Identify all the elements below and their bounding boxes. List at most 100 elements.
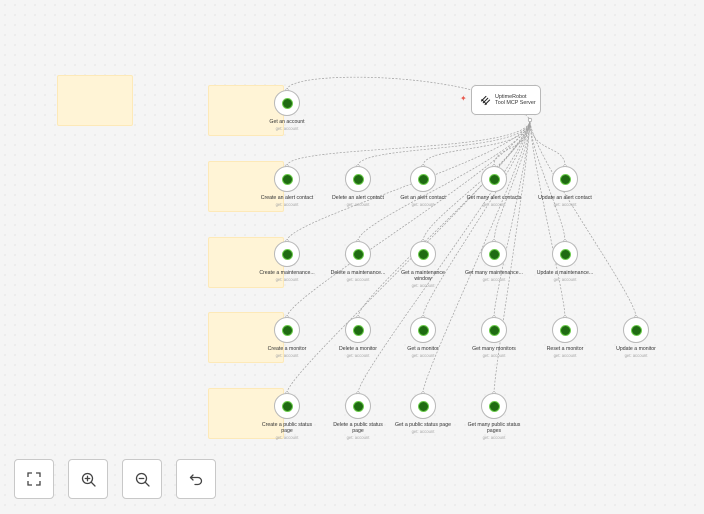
sticky-note[interactable] (208, 85, 284, 136)
zoom-in-button[interactable] (68, 459, 108, 499)
sticky-note[interactable] (57, 75, 133, 126)
tool-connection (422, 119, 531, 167)
tool-connection (529, 119, 566, 167)
tool-node-subtitle: get: account (482, 202, 506, 207)
tool-node-subtitle: get: account (553, 277, 577, 282)
tool-connection (286, 119, 531, 167)
tool-node-label: Get an account (269, 119, 305, 125)
tool-connection (529, 119, 566, 318)
tool-node-label: Create a public status page (261, 422, 313, 434)
tool-node-circle (410, 393, 436, 419)
sticky-note[interactable] (208, 161, 284, 212)
tool-node-label: Delete an alert contact (332, 195, 384, 201)
mcp-server-title: UptimeRobot Tool MCP Server (495, 94, 536, 107)
tool-node-label: Get many maintenance... (465, 270, 523, 276)
tool-node-label: Update a maintenance... (536, 270, 594, 276)
uptimerobot-icon (281, 324, 293, 336)
tool-node-subtitle: get: account (482, 353, 506, 358)
tool-node-subtitle: get: account (275, 277, 299, 282)
uptimerobot-icon (630, 324, 642, 336)
tool-node[interactable]: Create a maintenance...get: account (259, 241, 315, 282)
tool-node-label: Reset a monitor (546, 346, 584, 352)
mcp-server-node[interactable]: UptimeRobot Tool MCP Server (471, 85, 541, 115)
uptimerobot-icon (352, 248, 364, 260)
tool-node-subtitle: get: account (553, 202, 577, 207)
sparkle-icon: ✦ (460, 94, 467, 103)
tool-node-circle (345, 241, 371, 267)
mcp-server-title-line2: Tool MCP Server (495, 100, 536, 106)
tool-connection (286, 119, 531, 394)
tool-node-label: Get an alert contact (400, 195, 446, 201)
tool-node-label: Get many alert contacts (466, 195, 522, 201)
tool-node-label: Get a public status page (395, 422, 451, 428)
uptimerobot-icon (352, 324, 364, 336)
tool-node-circle (552, 166, 578, 192)
tool-node-subtitle: get: account (275, 202, 299, 207)
tool-node-subtitle: get: account (482, 435, 506, 440)
tool-node-subtitle: get: account (275, 435, 299, 440)
zoom-out-button[interactable] (122, 459, 162, 499)
uptimerobot-icon (488, 400, 500, 412)
tool-connection (286, 119, 531, 242)
tool-node-circle (345, 166, 371, 192)
tool-node-circle (481, 393, 507, 419)
tool-connection (422, 119, 531, 242)
tool-node-circle (481, 317, 507, 343)
tool-node-subtitle: get: account (482, 277, 506, 282)
tool-node-label: Get many public status pages (467, 422, 521, 434)
reset-zoom-button[interactable] (176, 459, 216, 499)
tool-node-label: Create a maintenance... (259, 270, 315, 276)
zoom-out-icon (135, 472, 150, 487)
sticky-note[interactable] (208, 388, 284, 439)
tool-node-circle (552, 317, 578, 343)
sticky-note[interactable] (208, 312, 284, 363)
tool-node-subtitle: get: account (275, 126, 299, 131)
uptimerobot-icon (281, 173, 293, 185)
tool-node-circle (481, 241, 507, 267)
fit-view-button[interactable] (14, 459, 54, 499)
uptimerobot-icon (352, 173, 364, 185)
tool-node-subtitle: get: account (346, 353, 370, 358)
tool-node-subtitle: get: account (553, 353, 577, 358)
tool-node-label: Get a monitor (407, 346, 439, 352)
uptimerobot-icon (281, 97, 293, 109)
tool-node-label: Delete a public status page (333, 422, 383, 434)
tool-node-circle (410, 166, 436, 192)
tool-connection (493, 119, 531, 318)
undo-icon (189, 473, 202, 485)
tool-node-subtitle: get: account (624, 353, 648, 358)
tool-node[interactable]: Get many maintenance...get: account (465, 241, 523, 282)
tool-node-label: Delete a monitor (338, 346, 378, 352)
tool-node-circle (345, 317, 371, 343)
tool-node-label: Update an alert contact (538, 195, 592, 201)
tool-node-circle (274, 166, 300, 192)
server-tool-port[interactable] (527, 117, 533, 123)
tool-node-label: Get many monitors (472, 346, 516, 352)
tool-node-circle (623, 317, 649, 343)
uptimerobot-icon (417, 324, 429, 336)
tool-node[interactable]: Update a maintenance...get: account (537, 241, 593, 282)
tool-node[interactable]: Delete a maintenance...get: account (331, 241, 385, 282)
tool-connection (357, 119, 531, 394)
uptimerobot-icon (559, 324, 571, 336)
uptimerobot-icon (417, 400, 429, 412)
